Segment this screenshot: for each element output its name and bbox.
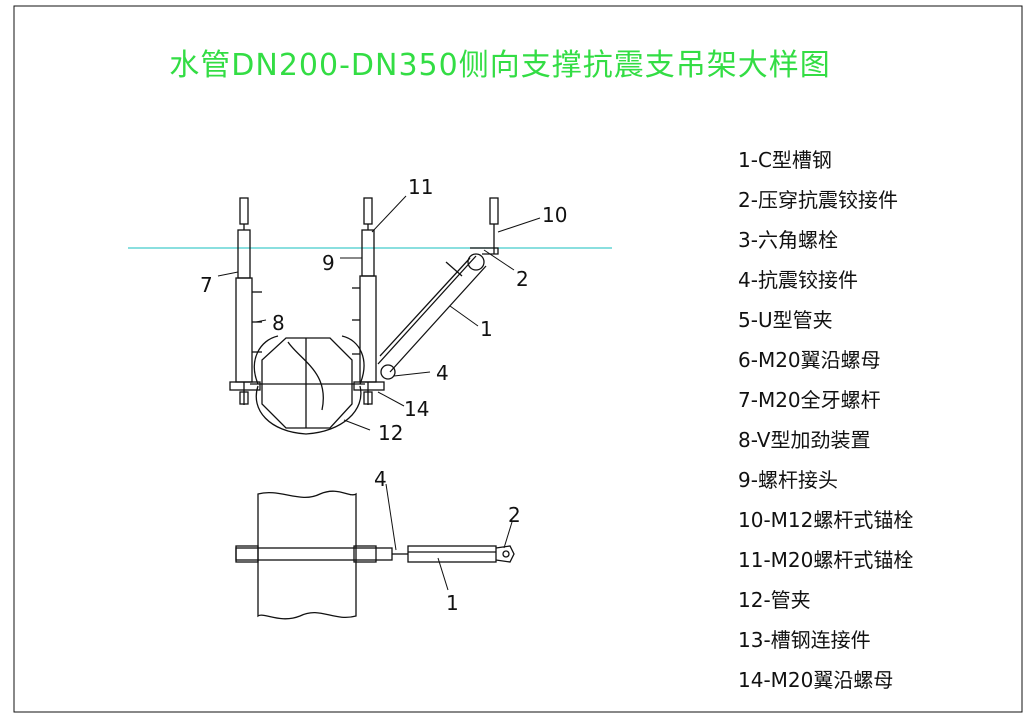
legend-item: 5-U型管夹: [738, 308, 833, 332]
sheet-border: [13, 5, 1023, 713]
parts-legend: 1-C型槽钢 2-压穿抗震铰接件 3-六角螺栓 4-抗震铰接件 5-U型管夹 6…: [738, 140, 913, 700]
left-threaded-rod: [235, 197, 253, 405]
legend-item: 12-管夹: [738, 588, 811, 612]
legend-item: 1-C型槽钢: [738, 148, 832, 172]
callout-8: 8: [272, 311, 285, 335]
pipe-clamp: [253, 335, 365, 435]
center-threaded-rod: [359, 197, 377, 405]
legend-item: 9-螺杆接头: [738, 468, 838, 492]
legend-item: 13-槽钢连接件: [738, 628, 871, 652]
right-base-plate: [353, 381, 385, 391]
callout-2: 2: [516, 267, 529, 291]
plan-brace: [407, 545, 497, 563]
c-channel-brace: [377, 253, 487, 380]
drawing-title: 水管DN200-DN350侧向支撑抗震支吊架大样图: [169, 48, 831, 83]
legend-item: 4-抗震铰接件: [738, 268, 858, 292]
callout-11: 11: [408, 175, 433, 199]
legend-item: 7-M20全牙螺杆: [738, 388, 881, 412]
legend-item: 3-六角螺栓: [738, 228, 838, 252]
legend-item: 6-M20翼沿螺母: [738, 348, 881, 372]
legend-item: 11-M20螺杆式锚栓: [738, 548, 914, 572]
callout-12: 12: [378, 421, 403, 445]
callout-9: 9: [322, 251, 335, 275]
elevation-view: [229, 197, 499, 435]
callout-1: 1: [480, 317, 493, 341]
leader-lines: [217, 195, 541, 591]
callout-4: 4: [436, 361, 449, 385]
left-base-plate: [229, 381, 261, 391]
pipe-plan-outline: [257, 490, 357, 620]
callout-7: 7: [200, 273, 213, 297]
callout-4-plan: 4: [374, 467, 387, 491]
legend-item: 14-M20翼沿螺母: [738, 668, 894, 692]
legend-item: 10-M12螺杆式锚栓: [738, 508, 914, 532]
callout-2-plan: 2: [508, 503, 521, 527]
pipe-section: [261, 337, 353, 429]
plan-strap: [235, 547, 393, 561]
callout-14: 14: [404, 397, 429, 421]
callout-1-plan: 1: [446, 591, 459, 615]
legend-item: 8-V型加劲装置: [738, 428, 871, 452]
legend-item: 2-压穿抗震铰接件: [738, 188, 898, 212]
callout-10: 10: [542, 203, 567, 227]
plan-view: [235, 490, 515, 620]
right-anchor-bolt: [470, 197, 499, 255]
